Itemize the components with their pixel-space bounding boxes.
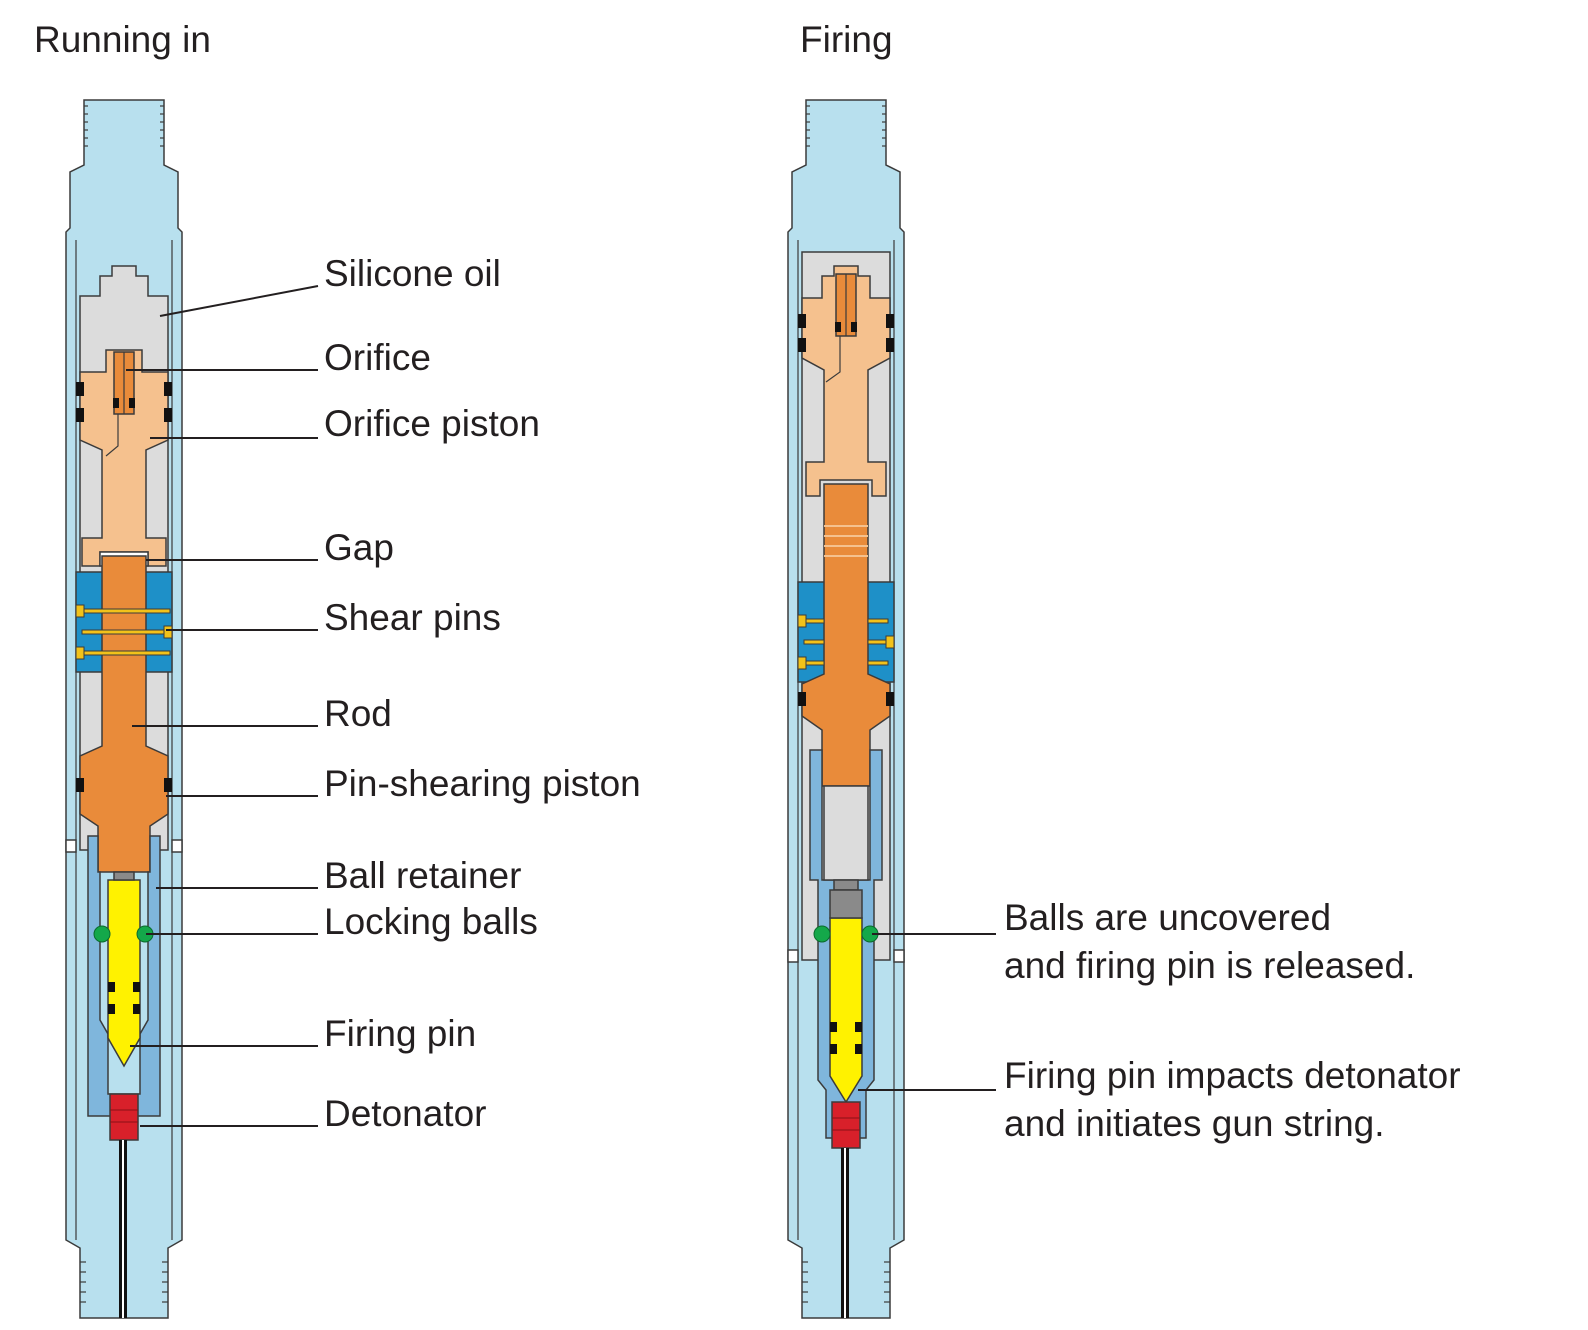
thread-bottom-right (802, 1261, 890, 1303)
label-orifice-piston: Orifice piston (324, 403, 540, 444)
label-locking-balls: Locking balls (324, 901, 538, 942)
orifice-piston-right (801, 265, 891, 497)
seals-orifice-piston-left (76, 382, 172, 422)
seals-pin-shearing-piston-left (76, 778, 172, 792)
title-firing: Firing (800, 19, 893, 60)
wire-left (119, 1140, 127, 1318)
thread-top-right (806, 105, 886, 147)
firing-pin-marks-right (830, 1022, 862, 1054)
shear-pins-left (75, 604, 173, 660)
detonator-right (831, 1101, 861, 1149)
housing-joint-left-a (65, 839, 77, 853)
housing-joint-right-b (893, 949, 905, 963)
rod-grooves-right (824, 525, 868, 557)
firing-pin-marks-left (108, 982, 140, 1014)
orifice-right (825, 273, 857, 383)
label-silicone-oil: Silicone oil (324, 253, 501, 294)
firing-pin-head-right (829, 889, 863, 919)
label-shear-pins: Shear pins (324, 597, 501, 638)
label-orifice: Orifice (324, 337, 431, 378)
leader-silicone-oil (159, 285, 319, 317)
note-firing-pin-impacts-line1: Firing pin impacts detonator (1004, 1055, 1461, 1096)
detonator-left (109, 1093, 139, 1141)
right-callouts: Balls are uncovered and firing pin is re… (858, 897, 1461, 1144)
label-pin-shearing-piston: Pin-shearing piston (324, 763, 641, 804)
empty-bore-right (823, 785, 869, 881)
firing-pin-left (107, 879, 141, 1068)
shear-pins-right-sheared (797, 614, 895, 670)
note-balls-uncovered-line2: and firing pin is released. (1004, 945, 1415, 986)
title-running-in: Running in (34, 19, 211, 60)
seals-pin-shearing-piston-right (798, 692, 894, 706)
note-firing-pin-impacts-line2: and initiates gun string. (1004, 1103, 1385, 1144)
housing-joint-right-a (787, 949, 799, 963)
left-callouts: Silicone oil Orifice Orifice piston Gap … (126, 253, 641, 1134)
label-rod: Rod (324, 693, 392, 734)
label-ball-retainer: Ball retainer (324, 855, 521, 896)
firing-pin-right (829, 917, 863, 1104)
wire-right (841, 1148, 849, 1318)
tool-running-in (65, 99, 183, 1319)
thread-bottom-left (80, 1261, 168, 1303)
label-detonator: Detonator (324, 1093, 487, 1134)
label-gap: Gap (324, 527, 394, 568)
tool-firing (787, 99, 905, 1319)
housing-joint-left-b (171, 839, 183, 853)
orifice-left (105, 351, 135, 457)
thread-top-left (84, 105, 164, 147)
label-firing-pin: Firing pin (324, 1013, 476, 1054)
note-balls-uncovered-line1: Balls are uncovered (1004, 897, 1331, 938)
seals-orifice-piston-right (798, 314, 894, 352)
